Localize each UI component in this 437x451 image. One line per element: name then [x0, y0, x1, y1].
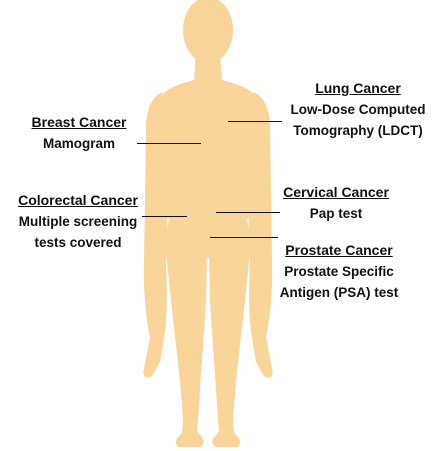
prostate-cancer-heading: Prostate Cancer: [268, 240, 410, 261]
breast-cancer-test: Mamogram: [24, 133, 134, 154]
cervical-cancer-heading: Cervical Cancer: [274, 182, 398, 203]
prostate-cancer-label: Prostate Cancer Prostate Specific Antige…: [268, 240, 410, 303]
cervical-cancer-test: Pap test: [274, 203, 398, 224]
prostate-leader-line: [210, 237, 278, 238]
prostate-cancer-test-line1: Prostate Specific: [268, 261, 410, 282]
breast-leader-line: [137, 143, 201, 144]
colorectal-cancer-label: Colorectal Cancer Multiple screening tes…: [2, 190, 154, 253]
colorectal-cancer-test-line1: Multiple screening: [2, 211, 154, 232]
breast-cancer-heading: Breast Cancer: [24, 112, 134, 133]
breast-cancer-label: Breast Cancer Mamogram: [24, 112, 134, 154]
colorectal-cancer-heading: Colorectal Cancer: [2, 190, 154, 211]
lung-cancer-heading: Lung Cancer: [278, 78, 437, 99]
prostate-cancer-test-line2: Antigen (PSA) test: [268, 282, 410, 303]
cervical-leader-line: [216, 212, 280, 213]
lung-cancer-test-line2: Tomography (LDCT): [278, 120, 437, 141]
lung-cancer-test-line1: Low-Dose Computed: [278, 99, 437, 120]
lung-cancer-label: Lung Cancer Low-Dose Computed Tomography…: [278, 78, 437, 141]
colorectal-cancer-test-line2: tests covered: [2, 232, 154, 253]
cervical-cancer-label: Cervical Cancer Pap test: [274, 182, 398, 224]
lung-leader-line: [228, 121, 282, 122]
